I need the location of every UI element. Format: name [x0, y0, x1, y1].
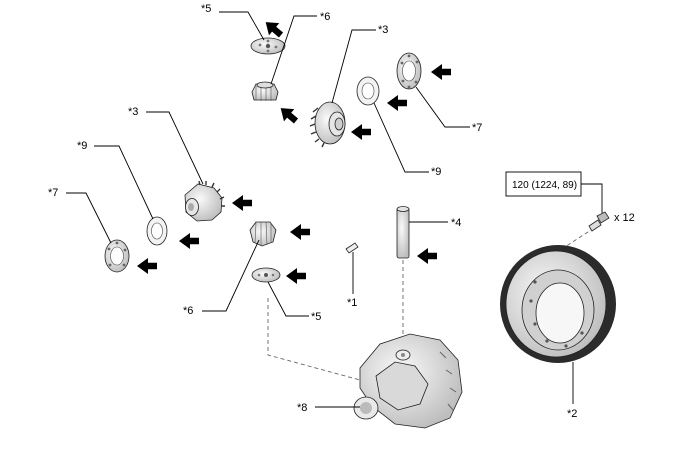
pinion-shaft [396, 206, 410, 259]
leader-6-top [270, 15, 317, 85]
arrow-icon [275, 102, 302, 128]
assembly-line-left [267, 298, 361, 381]
torque-spec-box: 120 (1224, 89) [505, 171, 582, 197]
callout-5-bottom: *5 [311, 311, 321, 323]
arrow-icon [260, 16, 287, 42]
pinion-gear-bottom [249, 221, 277, 247]
arrow-icon [232, 195, 252, 211]
thrust-washer-left [146, 216, 168, 246]
arrow-icon [179, 233, 199, 249]
shim-right [396, 52, 422, 90]
bolt-icon [588, 211, 610, 232]
bolt-quantity: x 12 [614, 212, 635, 224]
callout-7-left: *7 [48, 187, 58, 199]
arrow-icon [417, 248, 437, 264]
callout-3-left: *3 [128, 106, 138, 118]
side-gear-right [309, 101, 346, 148]
callout-6-top: *6 [320, 11, 330, 23]
leader-9-left [94, 145, 154, 220]
callout-1: *1 [347, 297, 357, 309]
callout-5-top: *5 [201, 3, 211, 15]
leader-3-right [331, 29, 376, 104]
callout-8: *8 [297, 402, 307, 414]
thrust-washer-top [250, 37, 286, 55]
torque-leader [581, 183, 603, 213]
thrust-washer-right [356, 76, 380, 106]
pinion-gear-top [251, 81, 279, 101]
arrow-icon [387, 95, 407, 111]
torque-spec-text: 120 (1224, 89) [512, 180, 577, 191]
callout-3-right: *3 [378, 24, 388, 36]
side-gear-left [184, 180, 225, 222]
callout-4: *4 [451, 217, 461, 229]
arrow-icon [431, 64, 451, 80]
differential-case [353, 333, 463, 429]
callout-6-bottom: *6 [183, 305, 193, 317]
ring-gear [500, 245, 616, 363]
callout-9-right: *9 [431, 166, 441, 178]
arrow-icon [351, 124, 371, 140]
shim-left [104, 239, 130, 273]
arrow-icon [137, 258, 157, 274]
leader-9-right [373, 102, 429, 173]
leader-5-bottom [267, 281, 309, 317]
straight-pin [345, 242, 359, 254]
callout-9-left: *9 [77, 140, 87, 152]
arrow-icon [290, 224, 310, 240]
thrust-washer-bottom [251, 267, 281, 283]
callout-7-right: *7 [472, 122, 482, 134]
leader-7-left [66, 192, 112, 244]
leader-6-bottom [202, 239, 260, 312]
arrow-icon [286, 268, 306, 284]
callout-2: *2 [567, 408, 577, 420]
leader-7-right [415, 86, 470, 128]
leader-5-top [219, 11, 265, 41]
leader-3-left [146, 111, 204, 185]
